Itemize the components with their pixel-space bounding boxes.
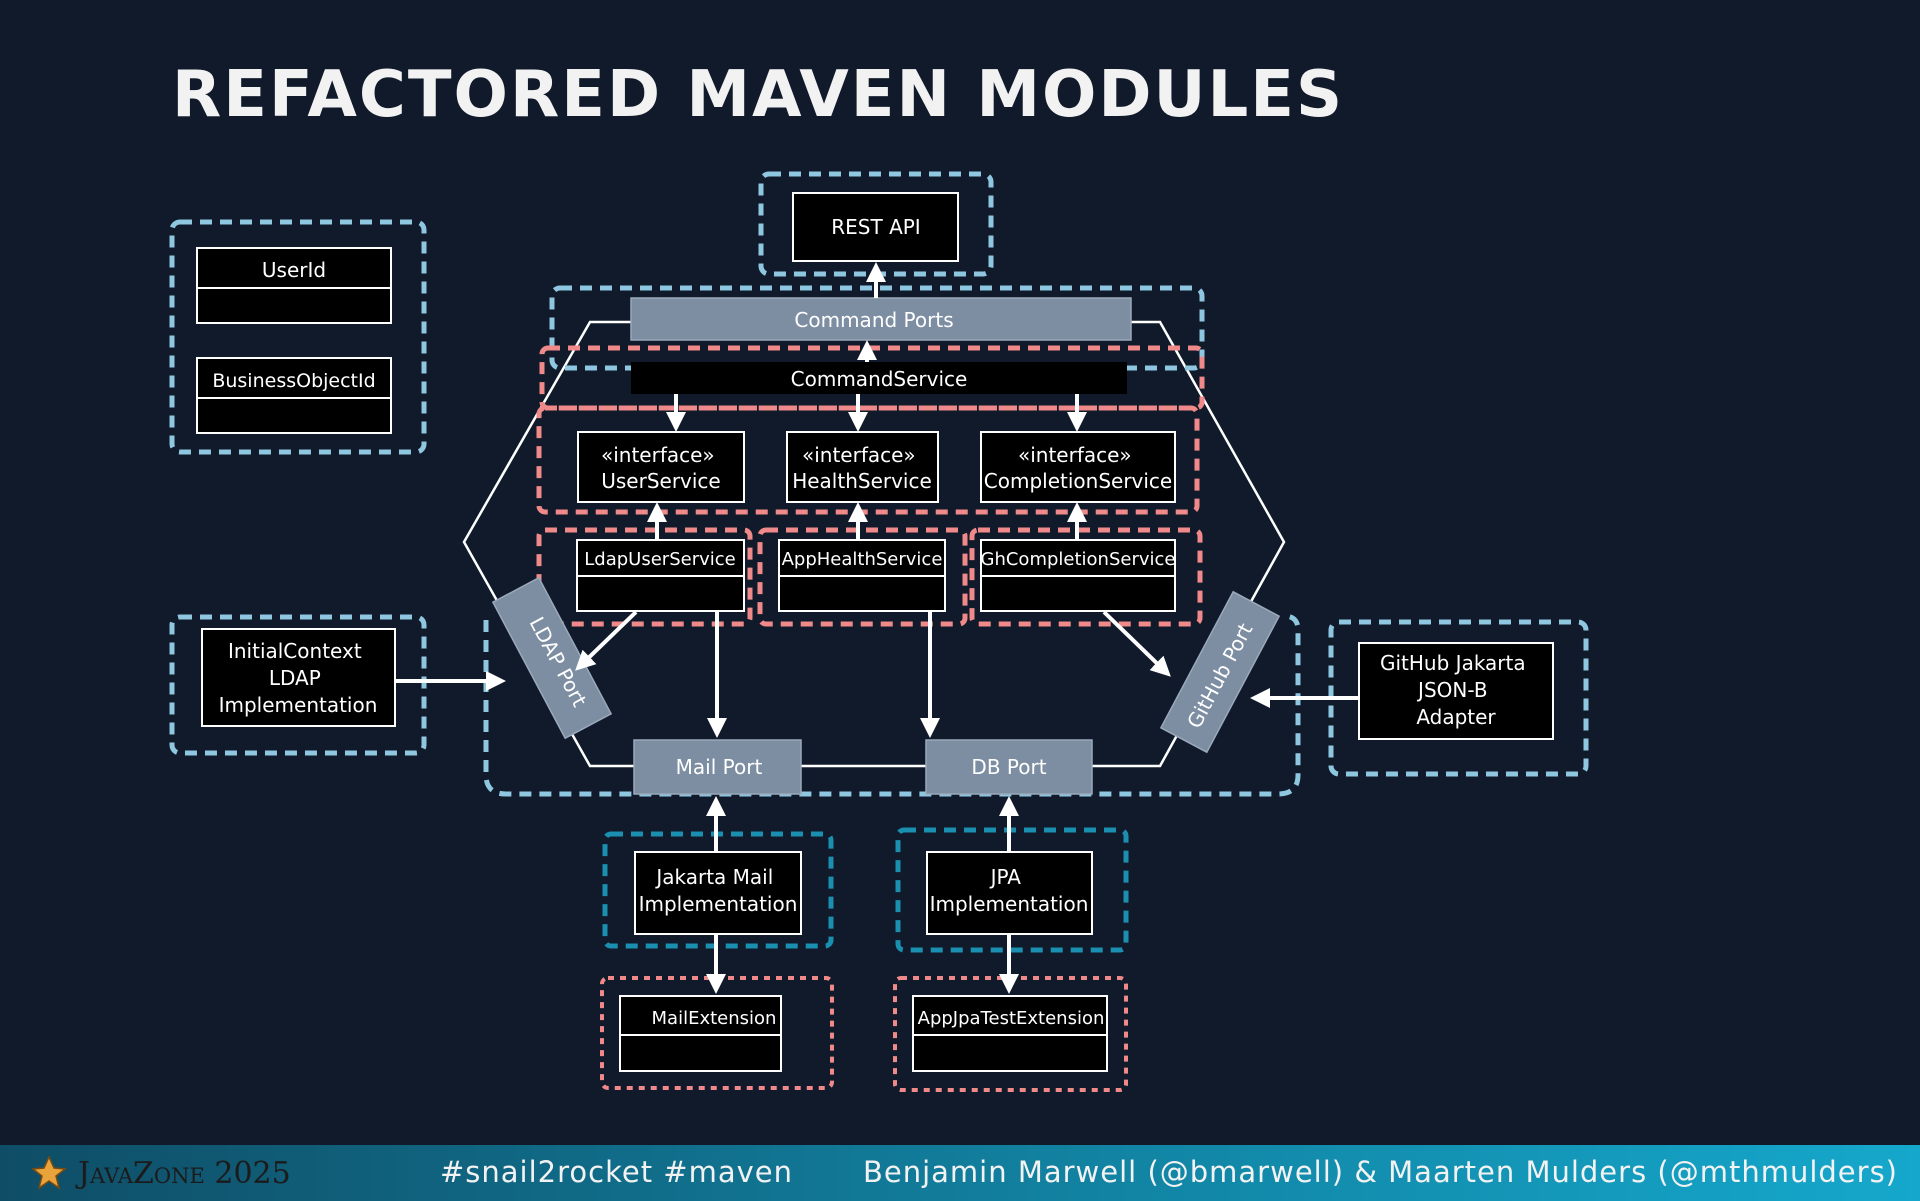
rest-api-label: REST API: [831, 215, 920, 239]
mail-extension-class: [619, 995, 782, 1072]
jakarta-mail-impl-label: Jakarta Mail Implementation: [639, 865, 798, 916]
mail-port-label: Mail Port: [676, 755, 763, 779]
mail-extension-label: MailExtension: [652, 1008, 777, 1029]
user-service-interface-box: [577, 431, 745, 503]
ldap-port-box: [491, 576, 613, 740]
ldap-impl-box: [201, 628, 396, 727]
slide-title: REFACTORED MAVEN MODULES: [172, 58, 1345, 132]
github-adapter-label: GitHub Jakarta JSON-B Adapter: [1380, 651, 1532, 729]
app-health-service-label: AppHealthService: [782, 549, 943, 570]
hexagon-outline: [462, 320, 1286, 768]
jpa-impl-label: JPA Implementation: [930, 865, 1089, 916]
github-port-box: [1159, 590, 1281, 754]
db-port-label: DB Port: [971, 755, 1046, 779]
command-ports-label: Command Ports: [794, 308, 953, 332]
jakarta-mail-impl-box: [634, 851, 802, 935]
command-service-box: [631, 362, 1127, 394]
footer-bar: JavaZone 2025 #snail2rocket #maven Benja…: [0, 1145, 1920, 1201]
javazone-logo-icon: [31, 1155, 67, 1190]
github-adapter-box: [1358, 642, 1554, 740]
module-app-health-service: [757, 527, 968, 627]
mail-port-box: [633, 739, 802, 795]
module-ports: [483, 613, 1301, 797]
module-gh-completion-service: [969, 527, 1203, 627]
javazone-logo: JavaZone 2025: [30, 1153, 291, 1193]
module-api: [549, 285, 1205, 371]
ldap-user-service-label: LdapUserService: [584, 549, 735, 570]
arrow-gh-completion-to-github-port: [1102, 610, 1171, 677]
user-service-interface-label: «interface» UserService: [601, 443, 721, 493]
module-ldap-impl: [169, 614, 427, 756]
health-service-interface-label: «interface» HealthService: [792, 443, 932, 493]
ldap-impl-label: InitialContext LDAP Implementation: [219, 639, 378, 717]
business-object-id-label: BusinessObjectId: [212, 370, 375, 392]
footer-authors: Benjamin Marwell (@bmarwell) & Maarten M…: [862, 1155, 1898, 1189]
command-service-label: CommandService: [791, 367, 968, 391]
userid-label: UserId: [262, 258, 326, 282]
arrow-ldap-user-service-to-ldap-port: [575, 610, 638, 671]
module-service-interfaces: [536, 405, 1200, 515]
health-service-interface-box: [786, 431, 939, 503]
module-shared-ids: [169, 219, 427, 455]
jpa-impl-box: [926, 851, 1093, 935]
gh-completion-service-label: GhCompletionService: [981, 549, 1176, 570]
rest-api-box: [792, 192, 959, 262]
db-port-box: [925, 739, 1093, 795]
app-jpa-test-extension-class: [912, 995, 1108, 1072]
completion-service-interface-label: «interface» CompletionService: [984, 443, 1172, 493]
app-jpa-test-extension-label: AppJpaTestExtension: [918, 1008, 1105, 1029]
footer-hashtags: #snail2rocket #maven: [440, 1155, 793, 1189]
business-object-id-class: [196, 357, 392, 434]
command-ports-bar: [630, 297, 1132, 341]
javazone-logo-text: JavaZone 2025: [78, 1155, 291, 1191]
userid-class: [196, 247, 392, 324]
completion-service-interface-box: [980, 431, 1176, 503]
module-jpa-impl: [895, 827, 1129, 953]
